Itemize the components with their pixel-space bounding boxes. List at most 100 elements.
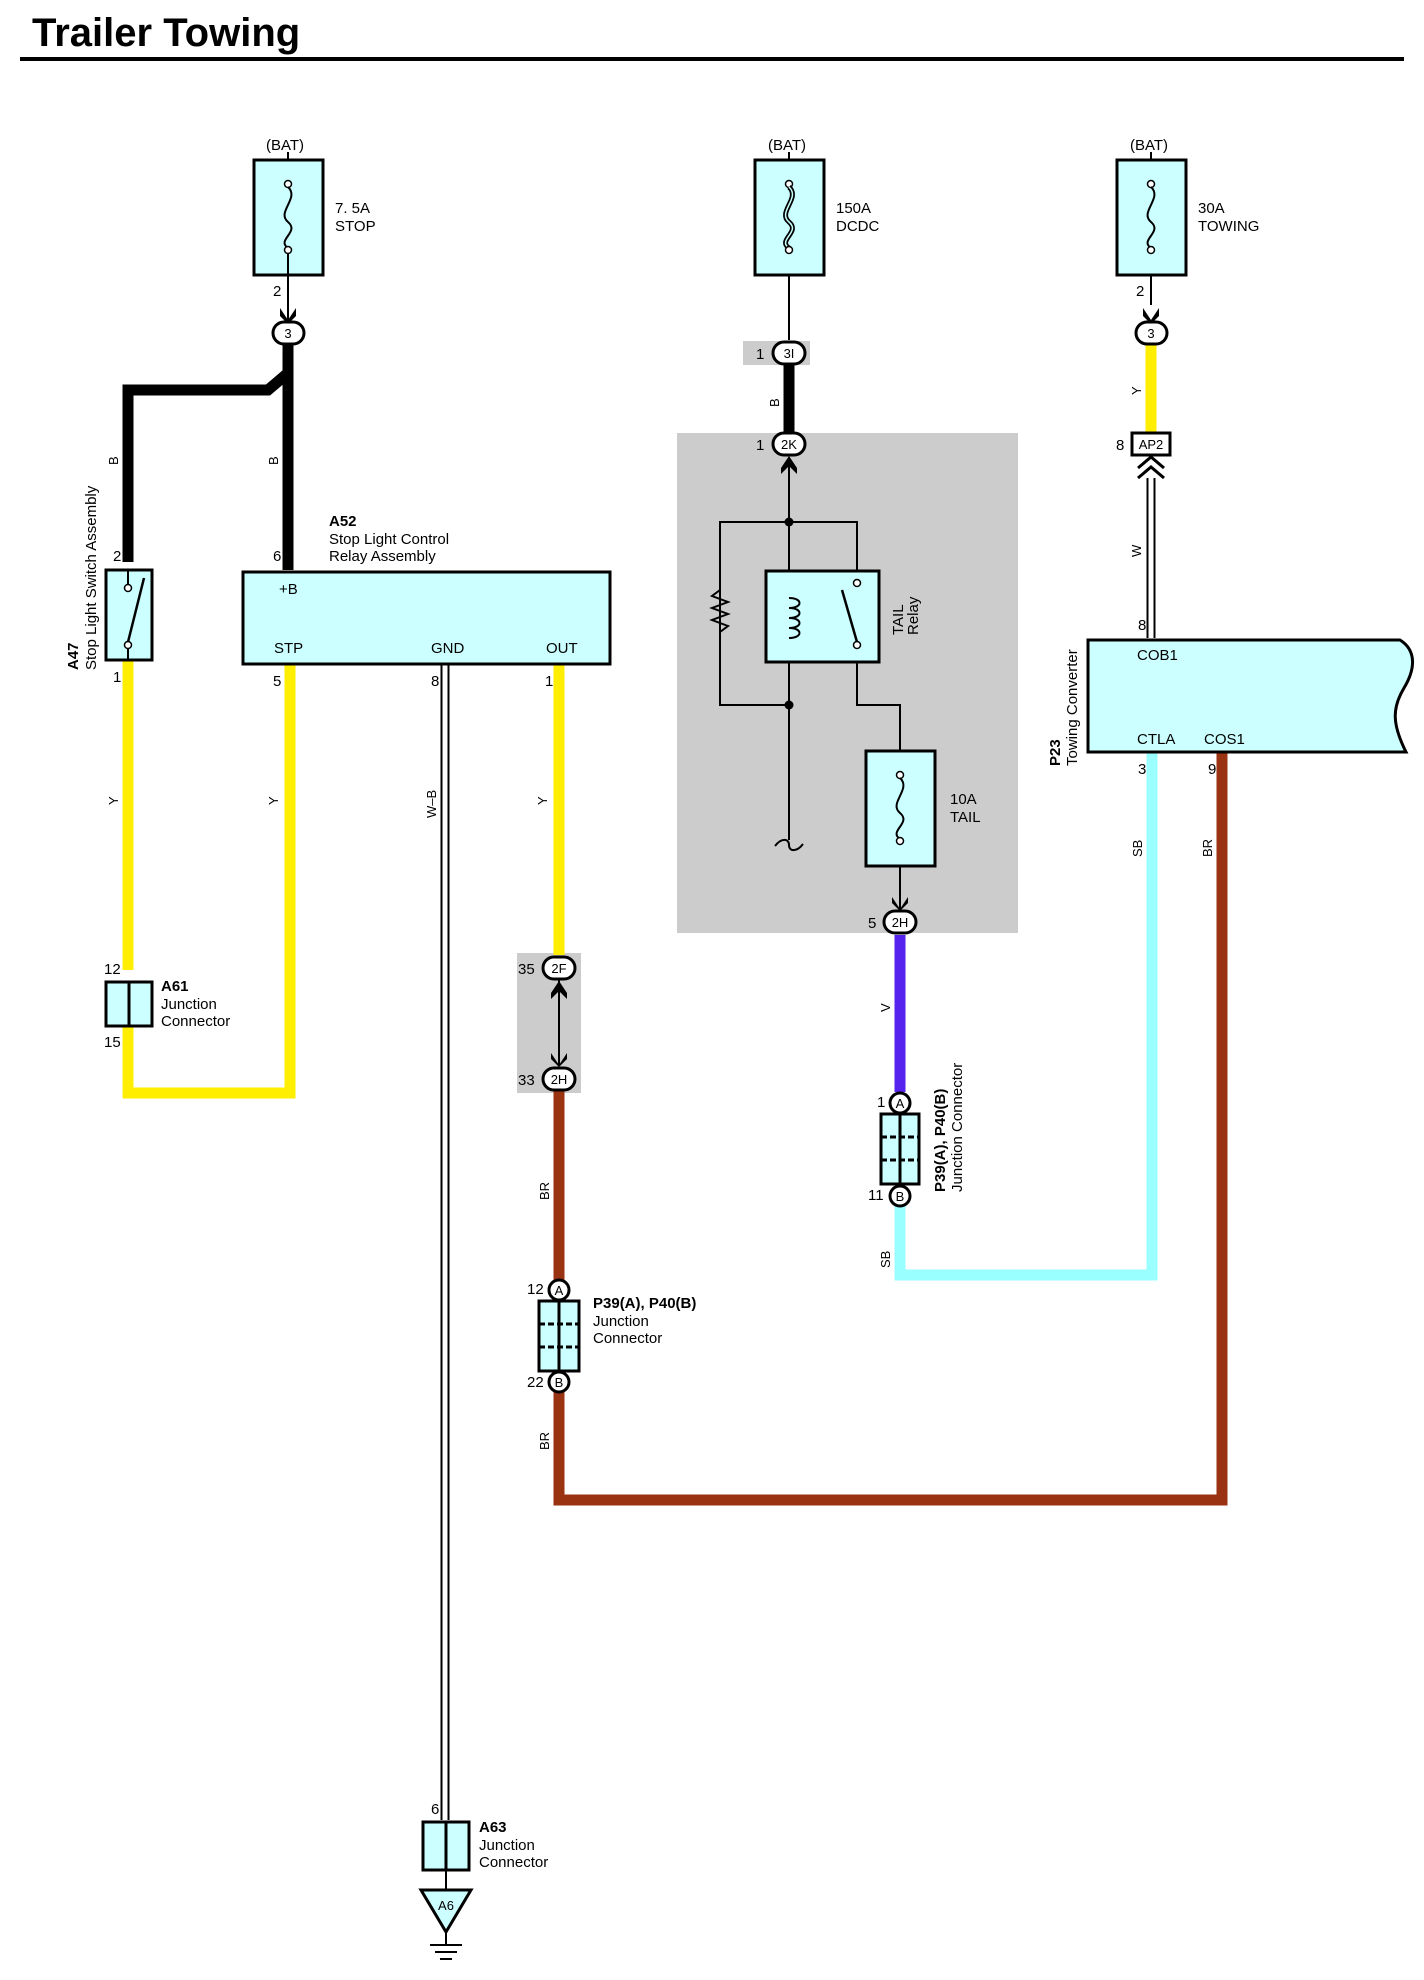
relay-contact-bottom <box>852 640 862 650</box>
arrow-2f <box>551 981 567 999</box>
a52-terminal-stp: STP <box>274 640 303 657</box>
arrow-ap2-a <box>1137 455 1165 470</box>
a52-terminal-gnd: GND <box>431 640 465 657</box>
ground-point-triangle <box>418 1888 474 1935</box>
wire-label-sb1: SB <box>1130 840 1145 857</box>
pin-a47-1: 1 <box>113 669 121 686</box>
a47-name: Stop Light Switch Assembly <box>83 485 100 670</box>
fuse-dcdc-element-inner <box>784 186 794 249</box>
pin-jc1-11: 11 <box>868 1187 884 1204</box>
fuse-tail-box <box>864 749 937 868</box>
pin-a52-6: 6 <box>273 548 281 565</box>
bat-label-dcdc: (BAT) <box>768 137 806 154</box>
relay-junction-bottom <box>784 700 794 710</box>
relay-box <box>764 569 881 664</box>
pin-cob1-8: 8 <box>1138 617 1146 634</box>
p23-terminal-cos1: COS1 <box>1204 731 1245 748</box>
wire-label-y4: Y <box>1129 386 1144 395</box>
pin-a52-5: 5 <box>273 673 281 690</box>
a52-name-1: Stop Light Control <box>329 531 449 548</box>
relay-resistor <box>709 589 731 633</box>
wire-label-wb: W–B <box>424 790 439 818</box>
a52-code: A52 <box>329 513 357 530</box>
connector-3-stop-label: 3 <box>284 326 291 341</box>
jc1-circle-b <box>888 1184 912 1208</box>
a52-terminal-plus-b: +B <box>279 581 298 598</box>
pin-a61-12: 12 <box>104 961 121 978</box>
p23-name: Towing Converter <box>1064 649 1081 766</box>
a52-name-2: Relay Assembly <box>329 548 436 565</box>
fuse-dcdc-rating: 150A <box>836 200 871 217</box>
p23-box <box>1086 638 1414 754</box>
a63-line-2: Connector <box>479 1854 548 1871</box>
p23-terminal-cob1: COB1 <box>1137 647 1178 664</box>
pin-a61-15: 15 <box>104 1034 121 1051</box>
arrow-stop-3 <box>280 308 296 324</box>
pin-jc2-12: 12 <box>527 1281 544 1298</box>
a61-line-2: Connector <box>161 1013 230 1030</box>
jc2-circle-b <box>547 1370 571 1394</box>
connector-ap2 <box>1130 431 1172 457</box>
page-title: Trailer Towing <box>32 11 300 55</box>
fuse-stop-dot-bottom <box>283 245 293 255</box>
fuse-stop-name: STOP <box>335 218 376 235</box>
a63-code: A63 <box>479 1819 507 1836</box>
fuse-towing-rating: 30A <box>1198 200 1225 217</box>
pin-jc1-1: 1 <box>877 1094 885 1111</box>
pin-2f-35: 35 <box>518 961 535 978</box>
fuse-stop-element <box>283 186 293 249</box>
fuse-tail-dot-bottom <box>895 836 905 846</box>
wire-b-a47 <box>122 348 294 562</box>
connector-3i-label: 3I <box>784 346 795 361</box>
a47-switch-dot-bottom <box>123 640 133 650</box>
connector-2k <box>771 431 807 457</box>
wire-label-b2: B <box>266 456 281 465</box>
arrow-2h-tail <box>892 897 908 911</box>
ground-point-label: A6 <box>438 1898 454 1913</box>
arrow-2k <box>781 456 797 474</box>
connector-2f <box>541 955 577 981</box>
jc2-line-2: Connector <box>593 1330 662 1347</box>
a47-switch-dot-top <box>123 583 133 593</box>
pin-a52-1: 1 <box>545 673 553 690</box>
bat-label-towing: (BAT) <box>1130 137 1168 154</box>
arrow-towing-3 <box>1143 308 1159 324</box>
jc1-name: Junction Connector <box>949 1063 966 1192</box>
wire-label-y3: Y <box>535 796 550 805</box>
pin-ap2-8: 8 <box>1116 437 1124 454</box>
pin-a63-6: 6 <box>431 1801 439 1818</box>
p23-code: P23 <box>1047 739 1064 766</box>
wire-label-w: W <box>1129 544 1144 557</box>
fuse-tail-rating: 10A <box>950 791 977 808</box>
fuse-towing-dot-top <box>1146 179 1156 189</box>
a47-switch-blade <box>126 577 146 643</box>
wire-label-b3: B <box>767 398 782 407</box>
relay-block-shade <box>677 433 1018 933</box>
pin-towing-2: 2 <box>1136 283 1144 300</box>
pin-3i-1: 1 <box>756 346 764 363</box>
pin-a52-8: 8 <box>431 673 439 690</box>
wire-label-b1: B <box>106 456 121 465</box>
relay-contact-top <box>852 578 862 588</box>
relay-contact-blade <box>840 589 859 643</box>
connector-2h-br-label: 2H <box>551 1072 568 1087</box>
arrow-ap2-b <box>1137 465 1165 480</box>
pin-stop-2: 2 <box>273 283 281 300</box>
fuse-tail-dot-top <box>895 770 905 780</box>
relay-wire-end <box>774 838 804 852</box>
pin-2h-5: 5 <box>868 915 876 932</box>
pin-ctla-3: 3 <box>1138 761 1146 778</box>
p23-terminal-ctla: CTLA <box>1137 731 1175 748</box>
fuse-towing-dot-bottom <box>1146 245 1156 255</box>
jc1-code: P39(A), P40(B) <box>932 1089 949 1192</box>
a61-line-1: Junction <box>161 996 217 1013</box>
wire-label-v: V <box>878 1003 893 1012</box>
wire-label-br2: BR <box>537 1432 552 1450</box>
jc2-line-1: Junction <box>593 1313 649 1330</box>
jc1-label-b: B <box>896 1189 905 1204</box>
connector-3i <box>771 340 807 366</box>
connector-ap2-label: AP2 <box>1139 437 1164 452</box>
jc2-code: P39(A), P40(B) <box>593 1295 696 1312</box>
relay-wire-out <box>856 645 901 752</box>
jc2-label-a: A <box>555 1283 564 1298</box>
